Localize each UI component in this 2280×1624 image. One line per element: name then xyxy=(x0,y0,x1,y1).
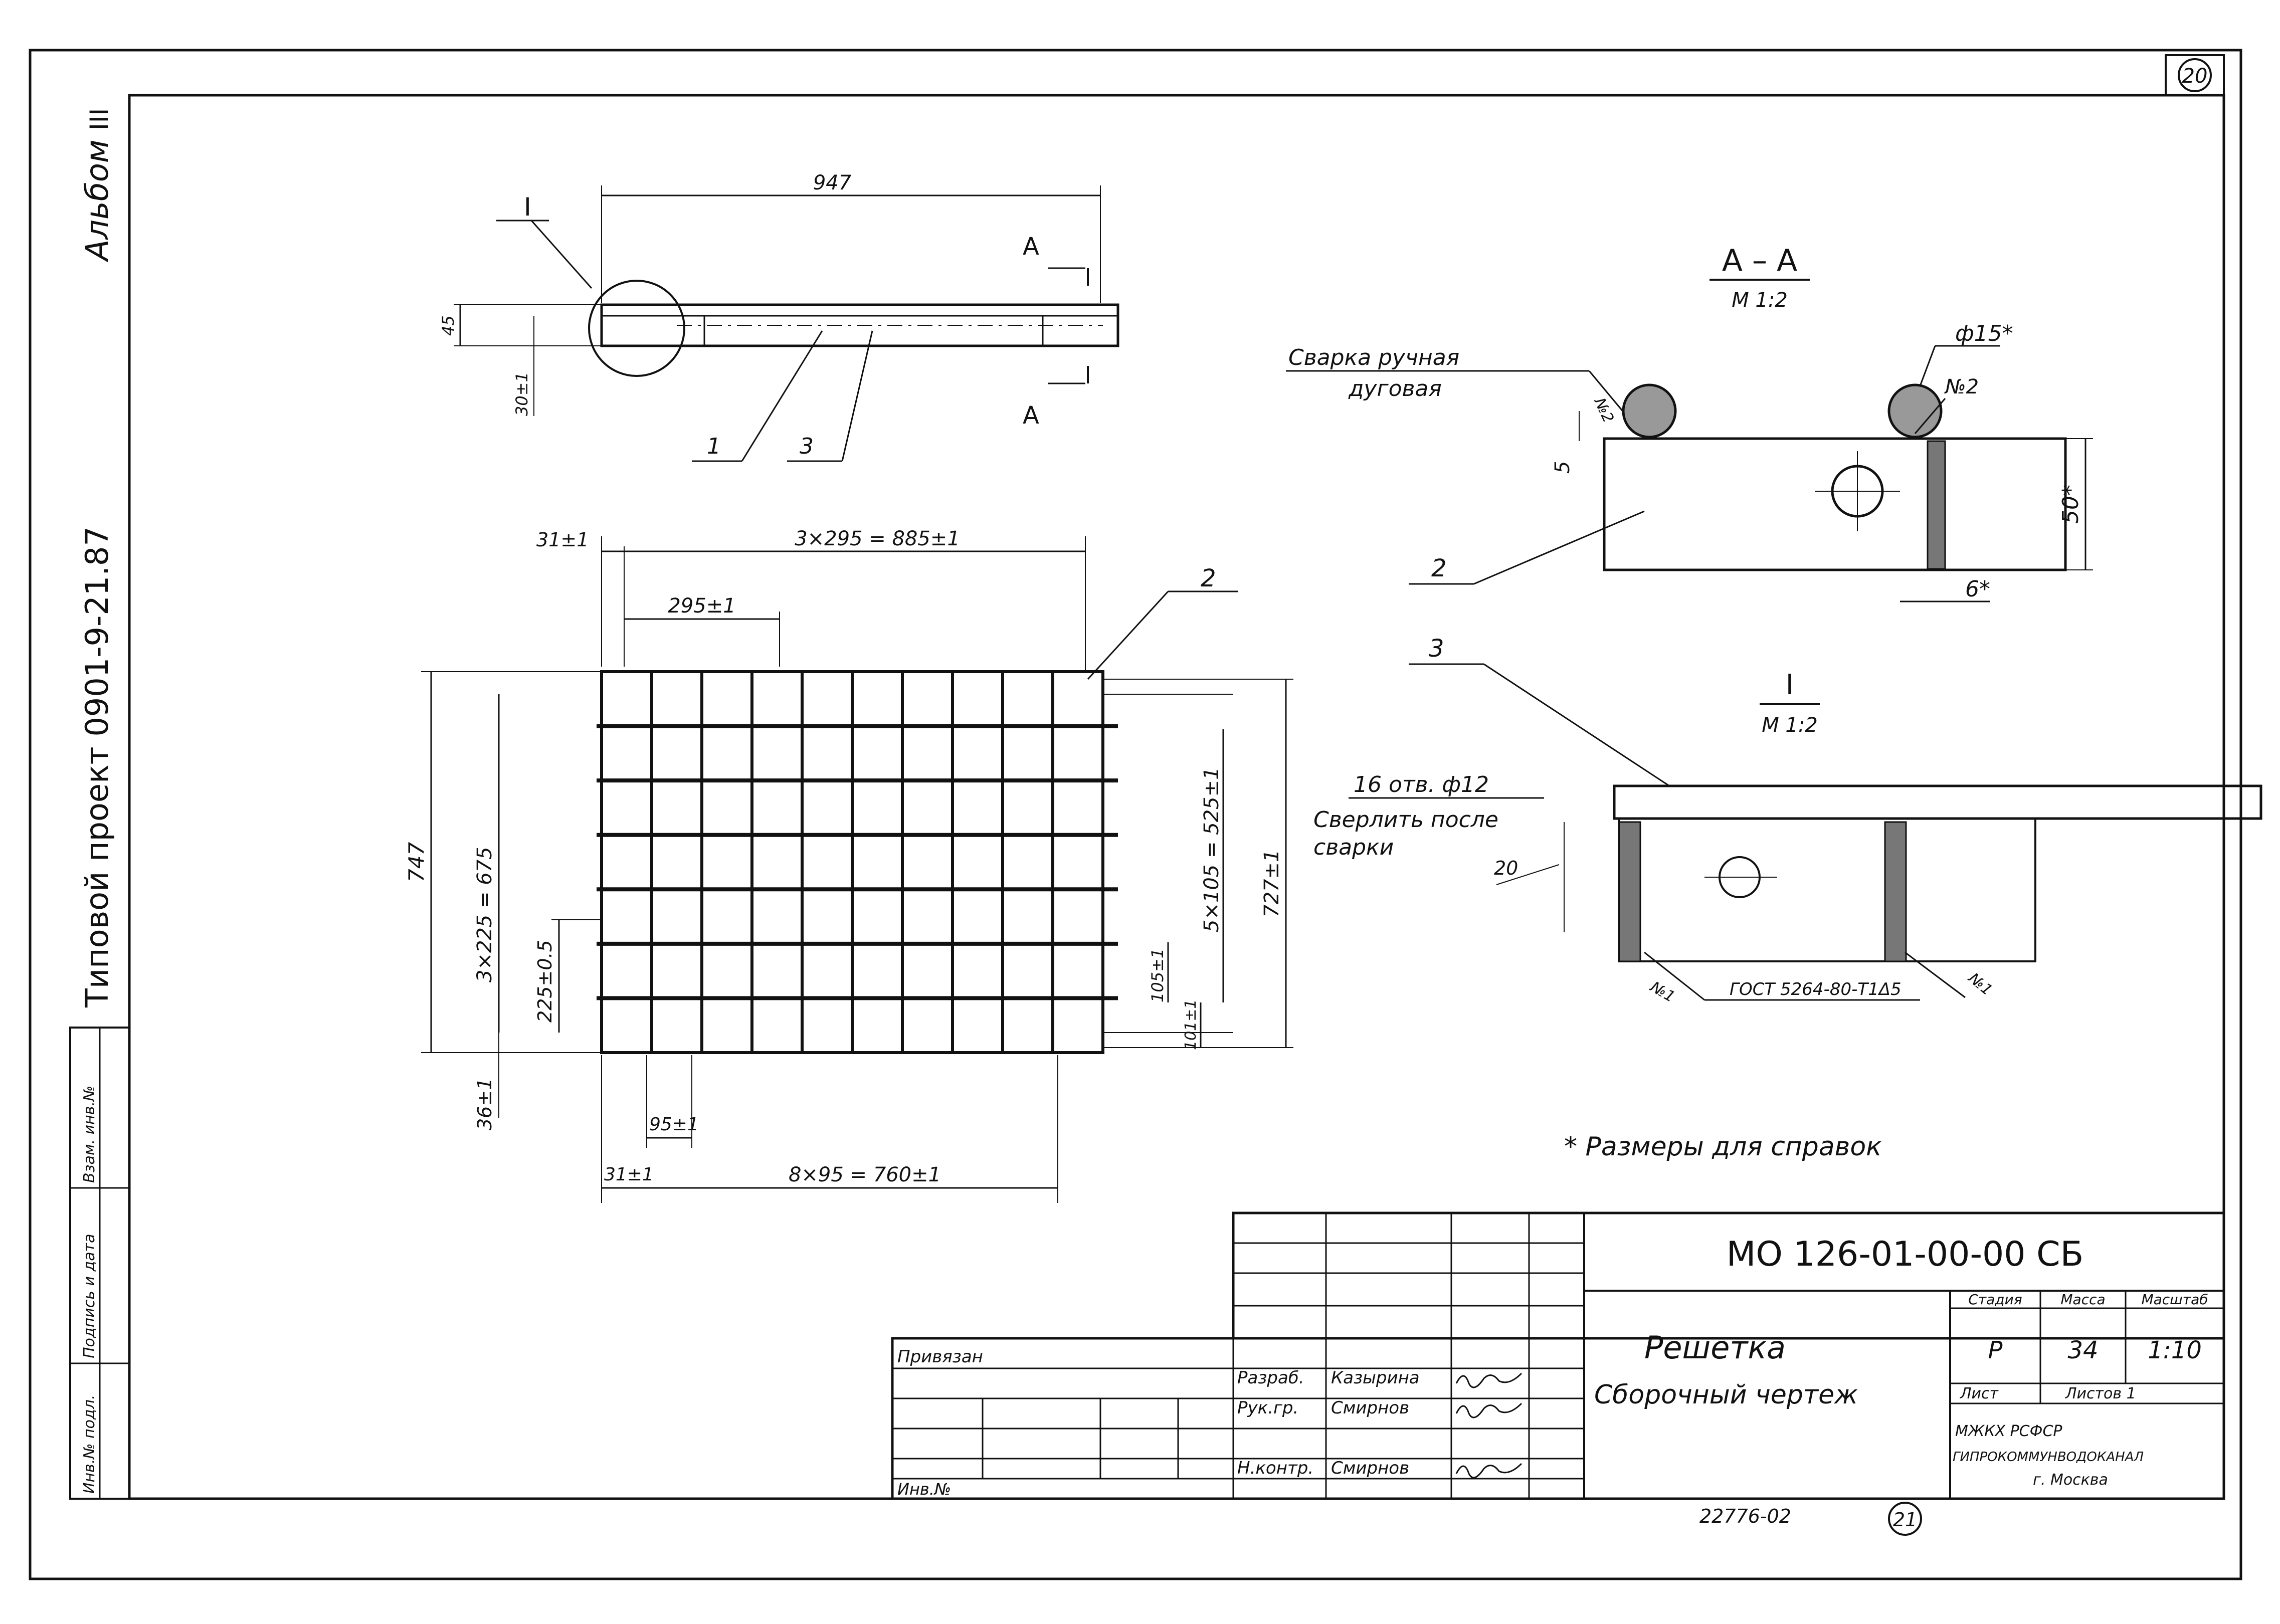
grating-grid xyxy=(597,670,1118,1054)
dim-bottom-pitch: 95±1 xyxy=(649,1114,699,1135)
dim-947: 947 xyxy=(813,171,852,194)
role-group-lead: Рук.гр. xyxy=(1237,1398,1298,1418)
sheet-header: Лист xyxy=(1960,1385,1999,1402)
dim-20: 20 xyxy=(1494,857,1518,879)
album-number: III xyxy=(85,108,114,130)
dim-pitch-left: 225±0.5 xyxy=(534,940,556,1023)
name-group-lead: Смирнов xyxy=(1331,1398,1409,1418)
dim-right-total: 5×105 = 525±1 xyxy=(1200,767,1223,932)
section-a-bottom: А xyxy=(1023,401,1039,430)
detail-i-scale: М 1:2 xyxy=(1762,714,1818,737)
weld-note-2: дуговая xyxy=(1348,376,1442,401)
leader-1: 1 xyxy=(707,434,721,459)
sheet-number-circle xyxy=(2178,58,2212,92)
dim-left-total: 3×225 = 675 xyxy=(473,847,496,982)
weld-n1-right: №1 xyxy=(1964,969,1996,999)
sheet-number: 20 xyxy=(2182,65,2208,88)
stage-header: Стадия xyxy=(1968,1291,2022,1308)
dim-6: 6* xyxy=(1965,576,1990,602)
weld-note-1: Сварка ручная xyxy=(1288,345,1459,370)
stamp-inv: Инв.№ подл. xyxy=(81,1395,98,1494)
dim-50: 50* xyxy=(2058,485,2083,524)
project-label: Типовой проект 0901-9-21.87 xyxy=(79,526,115,1008)
dim-left-offset: 36±1 xyxy=(474,1078,496,1130)
archive-code: 22776-02 xyxy=(1699,1505,1791,1527)
mass-value: 34 xyxy=(2067,1336,2098,1364)
bottom-sheet-circle xyxy=(1888,1502,1922,1536)
signature-2 xyxy=(1455,1402,1523,1418)
name-norm-control: Смирнов xyxy=(1331,1458,1409,1478)
title-block: МО 126-01-00-00 СБ Решетка Сборочный чер… xyxy=(891,1211,2225,1500)
dim-30: 30±1 xyxy=(512,372,531,416)
dim-right-overall: 727±1 xyxy=(1260,850,1283,917)
role-developer: Разраб. xyxy=(1237,1368,1304,1388)
album-label: Альбом xyxy=(79,139,115,263)
org-line-1: МЖКХ РСФСР xyxy=(1955,1423,2062,1440)
outer-frame xyxy=(29,49,2242,1580)
detail-i-mark: I xyxy=(524,192,531,222)
dim-top-offset: 31±1 xyxy=(536,529,589,551)
name-developer: Казырина xyxy=(1331,1368,1420,1388)
weld-n1-left: №1 xyxy=(1646,978,1678,1006)
detail-wall-left xyxy=(1618,821,1641,962)
inv-label: Инв.№ xyxy=(897,1480,951,1499)
stamp-replace: Взам. инв.№ xyxy=(81,1086,98,1183)
top-elevation-view: 947 45 30±1 I А А 1 3 xyxy=(439,171,1119,462)
dim-bottom-total: 8×95 = 760±1 xyxy=(789,1163,941,1186)
dim-747: 747 xyxy=(404,842,429,882)
dim-45: 45 xyxy=(439,315,458,336)
dim-bottom-offset: 31±1 xyxy=(604,1164,654,1185)
holes-note-2: Сверлить после xyxy=(1313,807,1498,833)
detail-i: 3 I М 1:2 16 отв. ф12 Сверлить после сва… xyxy=(1313,635,2262,1006)
rod-right xyxy=(1887,383,1943,439)
side-bar-hatched xyxy=(1927,440,1946,570)
dim-5: 5 xyxy=(1551,461,1574,474)
dim-right-pitch: 105±1 xyxy=(1148,948,1167,1002)
pos-2-section: 2 xyxy=(1431,554,1447,582)
section-a-top: А xyxy=(1023,233,1039,261)
dim-top-total: 3×295 = 885±1 xyxy=(795,527,960,550)
scale-header: Масштаб xyxy=(2141,1291,2208,1308)
holes-note-1: 16 отв. ф12 xyxy=(1354,772,1489,797)
plan-view: 31±1 3×295 = 885±1 295±1 2 747 3×225 = 6… xyxy=(404,527,1293,1203)
mass-header: Масса xyxy=(2060,1291,2105,1308)
section-aa-title: А – А xyxy=(1722,243,1797,278)
doc-name: Решетка xyxy=(1644,1329,1786,1366)
detail-i-circle xyxy=(588,280,685,377)
sheet-number-box xyxy=(2165,54,2225,96)
sheets-header: Листов 1 xyxy=(2065,1385,2136,1402)
dim-right-offset: 101±1 xyxy=(1182,999,1200,1050)
pos-3-detail: 3 xyxy=(1429,635,1444,663)
signature-1 xyxy=(1455,1372,1523,1388)
stage-value: Р xyxy=(1988,1336,2003,1364)
gost-note: ГОСТ 5264-80-Т1Δ5 xyxy=(1730,979,1902,999)
detail-wall-right xyxy=(1884,821,1907,962)
binding-label: Привязан xyxy=(897,1347,983,1367)
role-norm-control: Н.контр. xyxy=(1237,1458,1313,1478)
rod-dia: ф15* xyxy=(1955,321,2013,346)
pos-2-plan: 2 xyxy=(1201,564,1216,592)
scale-value: 1:10 xyxy=(2148,1336,2202,1364)
detail-i-title: I xyxy=(1786,669,1794,701)
doc-code: МО 126-01-00-00 СБ xyxy=(1727,1235,2084,1274)
org-line-3: г. Москва xyxy=(2033,1471,2108,1489)
doc-type: Сборочный чертеж xyxy=(1594,1380,1858,1410)
section-aa-scale: М 1:2 xyxy=(1732,289,1788,312)
reference-note: * Размеры для справок xyxy=(1564,1132,1882,1162)
side-stamp-table: Инв.№ подл. Подпись и дата Взам. инв.№ xyxy=(69,1027,130,1500)
holes-note-3: сварки xyxy=(1313,835,1394,860)
section-aa: А – А М 1:2 Сварка ручная дуговая №2 ф15… xyxy=(1286,243,2093,602)
dim-pitch-top: 295±1 xyxy=(668,594,735,618)
leader-3: 3 xyxy=(800,434,814,459)
weld-no-right: №2 xyxy=(1944,375,1979,398)
org-line-2: ГИПРОКОММУНВОДОКАНАЛ xyxy=(1953,1450,2144,1465)
rod-left xyxy=(1622,383,1677,439)
inner-frame xyxy=(128,94,2225,1500)
signature-3 xyxy=(1455,1463,1523,1479)
stamp-sign: Подпись и дата xyxy=(81,1234,98,1359)
bottom-sheet-number: 21 xyxy=(1893,1509,1917,1531)
